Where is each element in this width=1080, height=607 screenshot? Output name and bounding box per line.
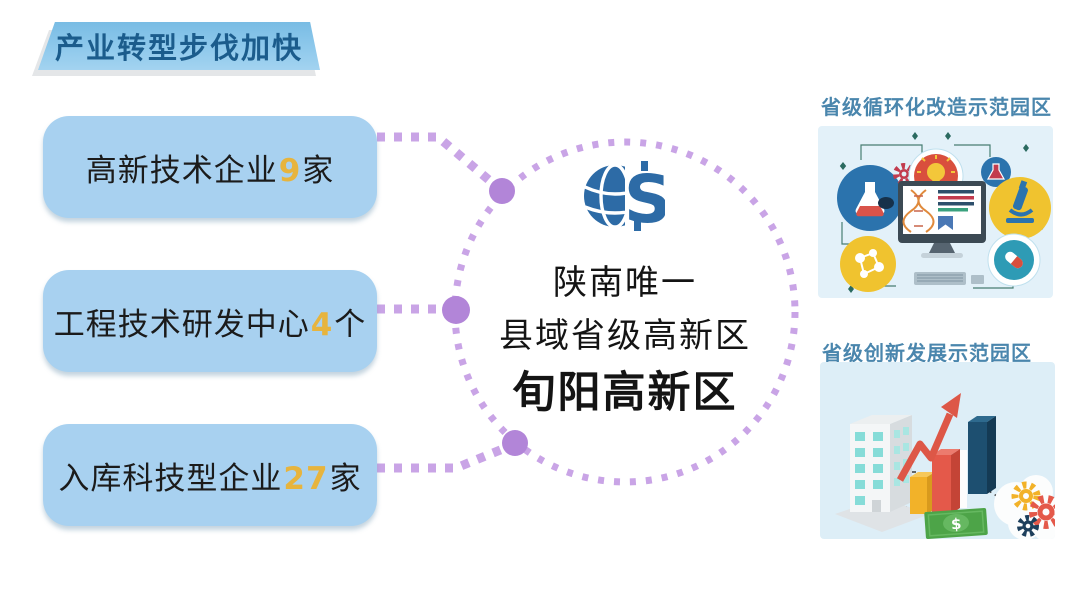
science-technology-illustration [818, 126, 1053, 298]
section-banner: 产业转型步伐加快 [38, 22, 320, 70]
monitor-dna-icon [898, 181, 986, 258]
panel-caption-innovation-park: 省级创新发展示范园区 [822, 341, 1032, 365]
dollar-symbol: $ [950, 515, 962, 534]
pill-icon [987, 233, 1041, 287]
stat-number: 4 [310, 306, 334, 343]
logo-bottom-serif [634, 221, 641, 231]
hub-line-2: 县域省级高新区 [499, 316, 751, 356]
logo-s-letter: S [624, 161, 665, 237]
globe-half-icon [584, 163, 625, 229]
stat-number: 9 [278, 152, 302, 189]
panel-image-innovation-park: $ [820, 362, 1055, 539]
globe-dollar-logo-icon: S [584, 161, 665, 237]
stat-number: 27 [283, 460, 329, 497]
growth-arrow-icon [896, 393, 961, 482]
banner-label: 产业转型步伐加快 [54, 31, 303, 65]
logo-top-serif [641, 161, 648, 171]
hub-text-block: 陕南唯一 县域省级高新区 旬阳高新区 [455, 257, 795, 423]
hub-line-3: 旬阳高新区 [512, 368, 738, 418]
connector-line-1 [377, 132, 505, 195]
stat-box-high-tech-enterprises: 高新技术企业9家 [43, 116, 377, 218]
microscope-icon [989, 177, 1051, 239]
connector-line-3 [377, 439, 517, 473]
connector-node-3 [502, 430, 528, 456]
cloud-gears-icon [994, 475, 1055, 539]
money-bill-icon: $ [924, 508, 988, 539]
innovation-growth-illustration: $ [820, 362, 1055, 539]
building-icon [835, 415, 930, 532]
stat-text: 工程技术研发中心4个 [53, 306, 367, 343]
molecule-icon [840, 236, 896, 292]
flask-icon [837, 165, 903, 231]
stat-box-registered-tech-enterprises: 入库科技型企业27家 [43, 424, 377, 526]
connector-node-1 [489, 178, 515, 204]
keyboard-icon [914, 272, 984, 285]
connector-node-2 [442, 296, 470, 324]
stat-text: 入库科技型企业27家 [58, 460, 362, 497]
bar-chart-3d-icon [910, 416, 996, 514]
panel-image-circular-park [818, 126, 1053, 298]
stat-text: 高新技术企业9家 [85, 152, 335, 189]
stat-box-rd-centers: 工程技术研发中心4个 [43, 270, 377, 372]
panel-caption-circular-park: 省级循环化改造示范园区 [821, 95, 1052, 119]
small-flask-icon [981, 157, 1011, 187]
hub-line-1: 陕南唯一 [553, 263, 697, 303]
